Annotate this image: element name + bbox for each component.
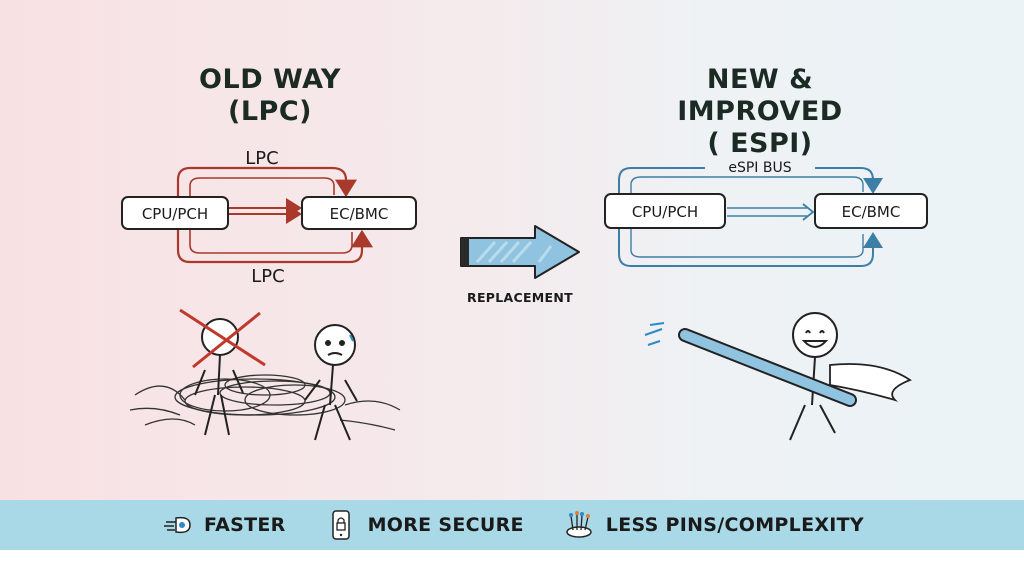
espi-top-inner xyxy=(630,176,864,195)
feature-less-pins-label: LESS PINS/COMPLEXITY xyxy=(605,514,864,536)
hero-figure-illustration xyxy=(644,312,912,441)
old-way-title-line1: OLD WAY xyxy=(199,64,341,95)
hero-figure xyxy=(789,312,838,441)
new-way-title-line1: NEW & IMPROVED xyxy=(677,64,843,127)
tangled-wires-icon xyxy=(129,374,401,431)
feature-more-secure-label: MORE SECURE xyxy=(367,514,524,536)
espi-bottom-bus xyxy=(618,228,883,267)
feature-more-secure: MORE SECURE xyxy=(324,508,524,542)
espi-cpu-label: CPU/PCH xyxy=(632,203,698,221)
lpc-cpu-box xyxy=(121,196,229,230)
phone-lock-icon xyxy=(331,510,350,540)
espi-bus-label: eSPI BUS xyxy=(728,160,791,176)
frustrated-figures-illustration xyxy=(129,308,401,441)
cape-icon xyxy=(829,363,912,402)
espi-ec-box xyxy=(814,193,928,229)
motion-lines-icon xyxy=(644,322,665,346)
lpc-bottom-inner xyxy=(189,228,353,254)
worried-figure xyxy=(304,324,358,441)
lpc-bottom-label: LPC xyxy=(251,266,284,287)
red-x-mark-icon xyxy=(179,308,266,369)
lpc-cpu-label: CPU/PCH xyxy=(142,205,208,223)
feature-faster-label: FASTER xyxy=(204,514,286,536)
feature-less-pins: LESS PINS/COMPLEXITY xyxy=(562,508,864,542)
old-way-title-line2: (LPC) xyxy=(228,96,312,127)
benefits-banner: FASTER MORE SECURE LESS PINS/COMPLEXITY xyxy=(0,500,1024,550)
lpc-bottom-bus xyxy=(176,228,373,264)
lpc-top-bus xyxy=(176,166,357,198)
old-way-title: OLD WAY (LPC) xyxy=(175,64,365,128)
new-way-title-line2: ( ESPI) xyxy=(707,128,813,159)
bottom-strip xyxy=(0,550,1024,576)
chip-pins-icon xyxy=(566,511,592,538)
espi-cpu-box xyxy=(604,193,726,229)
replacement-arrow xyxy=(460,225,580,279)
espi-ec-label: EC/BMC xyxy=(842,203,901,221)
feature-faster: FASTER xyxy=(160,508,286,542)
lpc-ec-box xyxy=(301,196,417,230)
espi-bottom-inner xyxy=(630,228,864,258)
replacement-label: REPLACEMENT xyxy=(467,290,573,305)
lpc-top-label: LPC xyxy=(245,150,278,169)
lpc-diagram: CPU/PCH EC/BMC LPC LPC xyxy=(121,150,417,287)
lpc-top-inner xyxy=(189,177,335,197)
new-way-title: NEW & IMPROVED ( ESPI) xyxy=(620,64,900,160)
espi-tube-icon xyxy=(678,328,857,407)
rocket-speed-icon xyxy=(164,516,191,534)
espi-diagram: CPU/PCH EC/BMC eSPI BUS xyxy=(604,158,928,267)
lpc-ec-label: EC/BMC xyxy=(330,205,389,223)
